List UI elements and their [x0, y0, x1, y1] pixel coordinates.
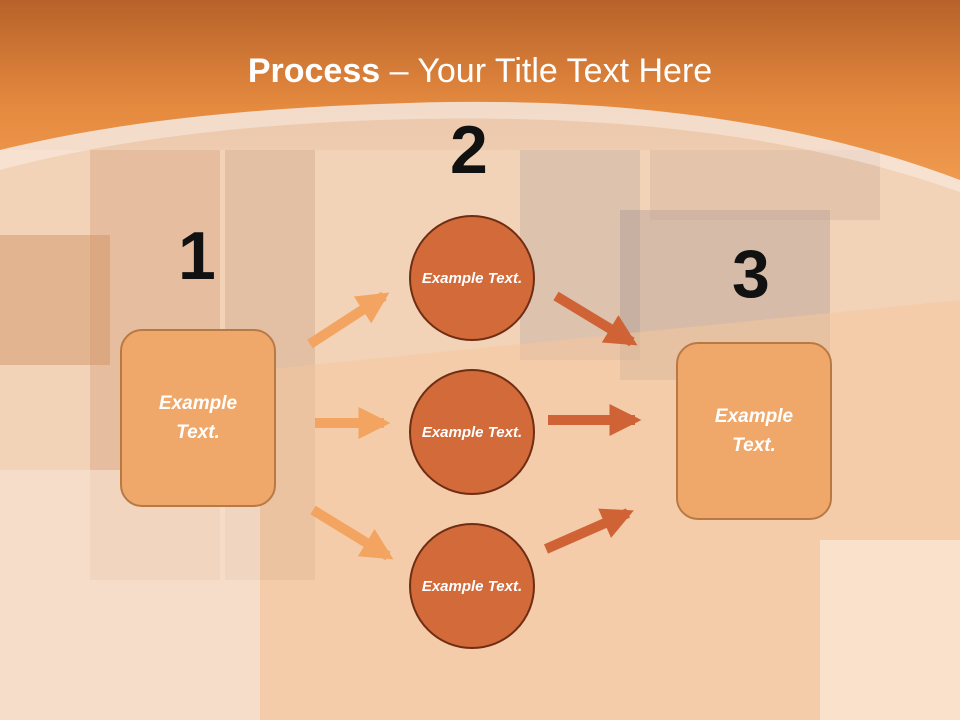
step-3-text: Example Text. — [714, 406, 794, 456]
step-3-box: Example Text. — [676, 342, 832, 520]
arrow-bottom-to-3 — [543, 508, 634, 554]
step-number-2: 2 — [450, 112, 488, 188]
arrow-1-to-bottom — [310, 505, 394, 561]
arrow-top-to-3 — [553, 291, 638, 347]
step-2-bottom-text: Example Text. — [421, 577, 523, 595]
title-bold: Process — [247, 52, 381, 90]
step-number-1: 1 — [178, 218, 216, 294]
title-rest: – Your Title Text Here — [380, 52, 713, 90]
step-1-text: Example Text. — [158, 393, 238, 443]
step-2-circle-top: Example Text. — [409, 215, 535, 341]
step-2-circle-middle: Example Text. — [409, 369, 535, 495]
step-2-middle-text: Example Text. — [421, 423, 523, 441]
arrow-1-to-top — [307, 291, 390, 349]
step-1-box: Example Text. — [120, 329, 276, 507]
page-title: Process – Your Title Text Here — [0, 52, 960, 91]
step-2-top-text: Example Text. — [421, 269, 523, 287]
step-2-circle-bottom: Example Text. — [409, 523, 535, 649]
step-number-3: 3 — [732, 236, 770, 312]
